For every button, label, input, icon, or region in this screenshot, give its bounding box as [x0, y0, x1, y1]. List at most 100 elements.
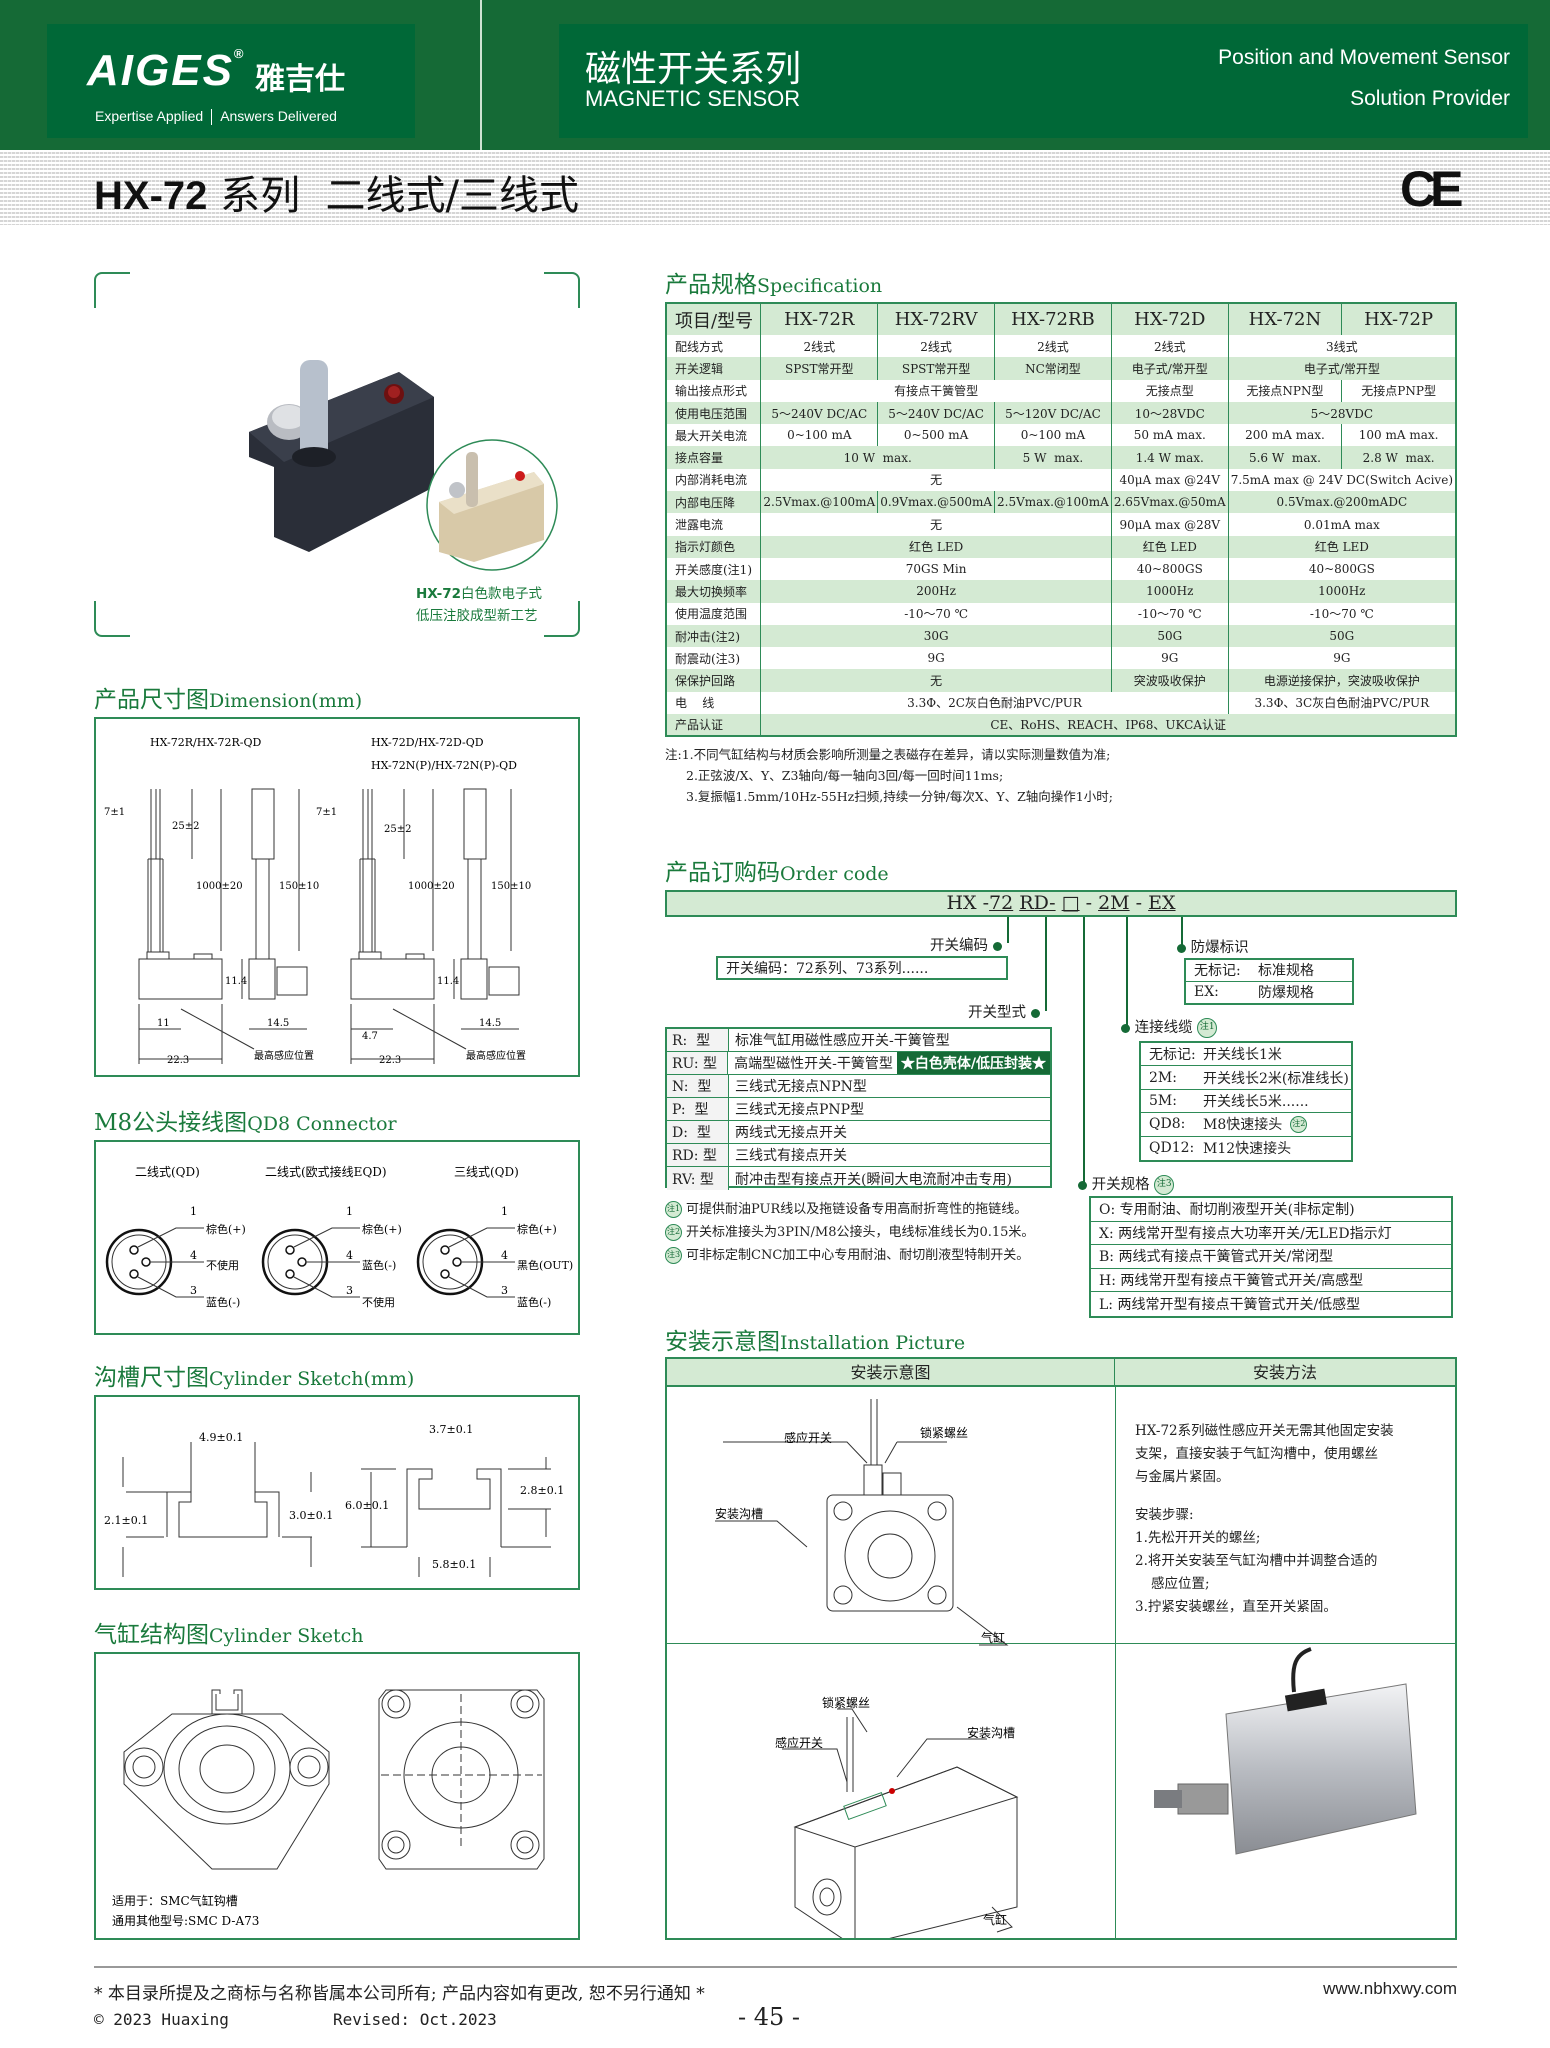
footer-website[interactable]: www.nbhxwy.com	[1323, 1979, 1457, 1998]
dim-sheath-left: 25±2	[172, 821, 199, 832]
pin-label: 蓝色(-)	[362, 1258, 396, 1272]
spec-cell: 红色 LED	[1227, 535, 1456, 558]
spec-cell: -10～70 ℃	[760, 602, 1112, 625]
spec-cell: 红色 LED	[760, 535, 1112, 558]
spec-cell: 0~500 mA	[877, 424, 995, 447]
spec-cell: 无	[760, 513, 1112, 536]
option-code: QD8:	[1149, 1116, 1186, 1133]
groove-diagram: 4.9±0.1 2.1±0.1 3.0±0.1 6.0±0.1 3.7±0.1 …	[94, 1395, 580, 1590]
product-photo-frame: HX-72白色款电子式 低压注胶成型新工艺	[94, 272, 580, 637]
series-title-en: MAGNETIC SENSOR	[585, 86, 801, 111]
spec-cell: 90μA max @28V	[1110, 513, 1229, 536]
spec-cell: 40~800GS	[1227, 557, 1456, 581]
groove-dim-4-9: 4.9±0.1	[199, 1431, 243, 1444]
groove-dim-5-8: 5.8±0.1	[432, 1558, 476, 1571]
install-label-screw: 锁紧螺丝	[920, 1425, 968, 1440]
dim-title-right-1: HX-72D/HX-72D-QD	[371, 736, 484, 749]
option-text: B: 两线式有接点干簧管式开关/常闭型	[1099, 1249, 1334, 1266]
spec-cell: 2线式	[994, 335, 1112, 358]
spec-cell: 7.5mA max @ 24V DC(Switch Acive)	[1227, 468, 1456, 492]
connector-title: 二线式(QD)	[135, 1165, 200, 1179]
section-title-spec: 产品规格Specification	[665, 272, 883, 298]
install-steps-title: 安装步骤:	[1135, 1507, 1194, 1523]
groove-dim-6-0: 6.0±0.1	[345, 1499, 389, 1512]
pin-label: 棕色(+)	[206, 1222, 246, 1236]
install-col-diagram: 安装示意图	[667, 1359, 1115, 1387]
switch-type-code: RV: 型	[667, 1167, 729, 1190]
switch-spec-table: O: 专用耐油、耐切削液型开关(非标定制) X: 两线常开型有接点大功率开关/无L…	[1089, 1196, 1453, 1318]
pin-label: 不使用	[362, 1296, 395, 1309]
spec-cell: 9G	[1110, 647, 1229, 670]
spec-cell: 5～240V DC/AC	[877, 401, 995, 425]
option-text: O: 专用耐油、耐切削液型开关(非标定制)	[1099, 1202, 1355, 1219]
spec-cell: 有接点干簧管型	[760, 379, 1112, 402]
title-text: 系列 二线式/三线式	[207, 173, 580, 219]
switch-type-desc: 三线式无接点PNP型	[735, 1102, 865, 1118]
option-row: 无标记:开关线长1米	[1141, 1043, 1351, 1067]
spec-cell: 电子式/常开型	[1227, 357, 1456, 380]
dimension-drawing: HX-72R/HX-72R-QD HX-72D/HX-72D-QD HX-72N…	[94, 717, 580, 1077]
spec-cell: 5 W max.	[994, 446, 1112, 469]
spec-cell: 3.3Φ、2C灰白色耐油PVC/PUR	[760, 691, 1229, 715]
spec-row-label: 开关感度(注1)	[665, 557, 761, 581]
logo-cn: 雅吉仕	[255, 62, 345, 97]
note-badge: 注2	[665, 1224, 682, 1241]
spec-cell: NC常闭型	[994, 357, 1112, 380]
switch-type-row: D: 型两线式无接点开关	[667, 1121, 1050, 1144]
spec-cell: 0~100 mA	[994, 424, 1112, 447]
option-row: EX:防爆规格	[1186, 982, 1352, 1004]
spec-note-2: 2.正弦波/X、Y、Z3轴向/每一轴向3回/每一回时间11ms;	[686, 768, 1004, 783]
sense-position-right: 最高感应位置	[466, 1049, 526, 1062]
spec-row-label: 接点容量	[665, 446, 761, 469]
install-step: 2.将开关安装至气缸沟槽中并调整合适的	[1135, 1553, 1378, 1569]
option-text: X: 两线常开型有接点大功率开关/无LED指示灯	[1099, 1225, 1392, 1242]
switch-type-row: RU: 型高端型磁性开关-干簧管型★白色壳体/低压封装★	[667, 1052, 1050, 1075]
install-col-method: 安装方法	[1115, 1359, 1455, 1387]
code-part-spec: □	[1061, 892, 1080, 914]
spec-cell: 2.5Vmax.@100mA	[994, 491, 1112, 514]
spec-row-label: 内部电压降	[665, 491, 761, 514]
switch-code-label: 开关编码	[930, 934, 1002, 955]
install-diagrams: 感应开关 锁紧螺丝 安装沟槽 气缸 锁紧螺丝 安装沟槽 感应开关 气缸	[715, 1399, 1019, 1938]
tagline-position: Position and Movement Sensor	[1218, 46, 1510, 69]
switch-type-code: RU: 型	[667, 1052, 729, 1074]
section-title-dimension: 产品尺寸图Dimension(mm)	[94, 687, 363, 713]
installation-table: 安装示意图 安装方法 感应开关 锁紧螺丝 安装沟槽 气缸 锁紧螺丝 安装沟槽 感…	[665, 1357, 1457, 1940]
spec-cell: 无	[760, 669, 1112, 692]
switch-type-desc: 三线式无接点NPN型	[735, 1079, 867, 1095]
dim-11: 11	[157, 1018, 170, 1029]
order-code-bar: HX -72 RD- □ - 2M - EX	[665, 890, 1457, 917]
cylinder-sketch: 适用于：SMC气缸钩槽 通用其他型号:SMC D-A73	[94, 1652, 580, 1940]
switch-type-code: P: 型	[667, 1098, 729, 1120]
spec-cell: 2线式	[877, 335, 995, 358]
spec-cell: 电子式/常开型	[1110, 357, 1229, 380]
connector-title: 三线式(QD)	[454, 1165, 519, 1179]
option-code: QD12:	[1149, 1140, 1195, 1157]
spec-cell: 70GS Min	[760, 557, 1112, 581]
pin-label: 棕色(+)	[362, 1222, 402, 1236]
pin-number: 4	[190, 1249, 197, 1262]
spec-cell: 9G	[760, 647, 1112, 670]
spec-cell: 5～240V DC/AC	[760, 401, 878, 425]
spec-cell: 2线式	[760, 335, 878, 358]
dim-title-left: HX-72R/HX-72R-QD	[150, 736, 261, 749]
dim-length-right: 22.3	[379, 1055, 401, 1066]
spec-cell: 2.65Vmax.@50mA	[1110, 491, 1229, 514]
option-row: 2M:开关线长2米(标准线长)	[1141, 1066, 1351, 1090]
spec-row-label: 指示灯颜色	[665, 535, 761, 558]
spec-cell: 0.01mA max	[1227, 513, 1456, 536]
spec-cell: 200Hz	[760, 580, 1112, 603]
spec-cell: 10 W max.	[760, 446, 995, 469]
spec-cell: 2线式	[1110, 335, 1229, 358]
groove-dim-2-1: 2.1±0.1	[104, 1514, 148, 1527]
footer-copyright: © 2023 Huaxing	[94, 2010, 229, 2029]
spec-cell: 0~100 mA	[760, 424, 878, 447]
